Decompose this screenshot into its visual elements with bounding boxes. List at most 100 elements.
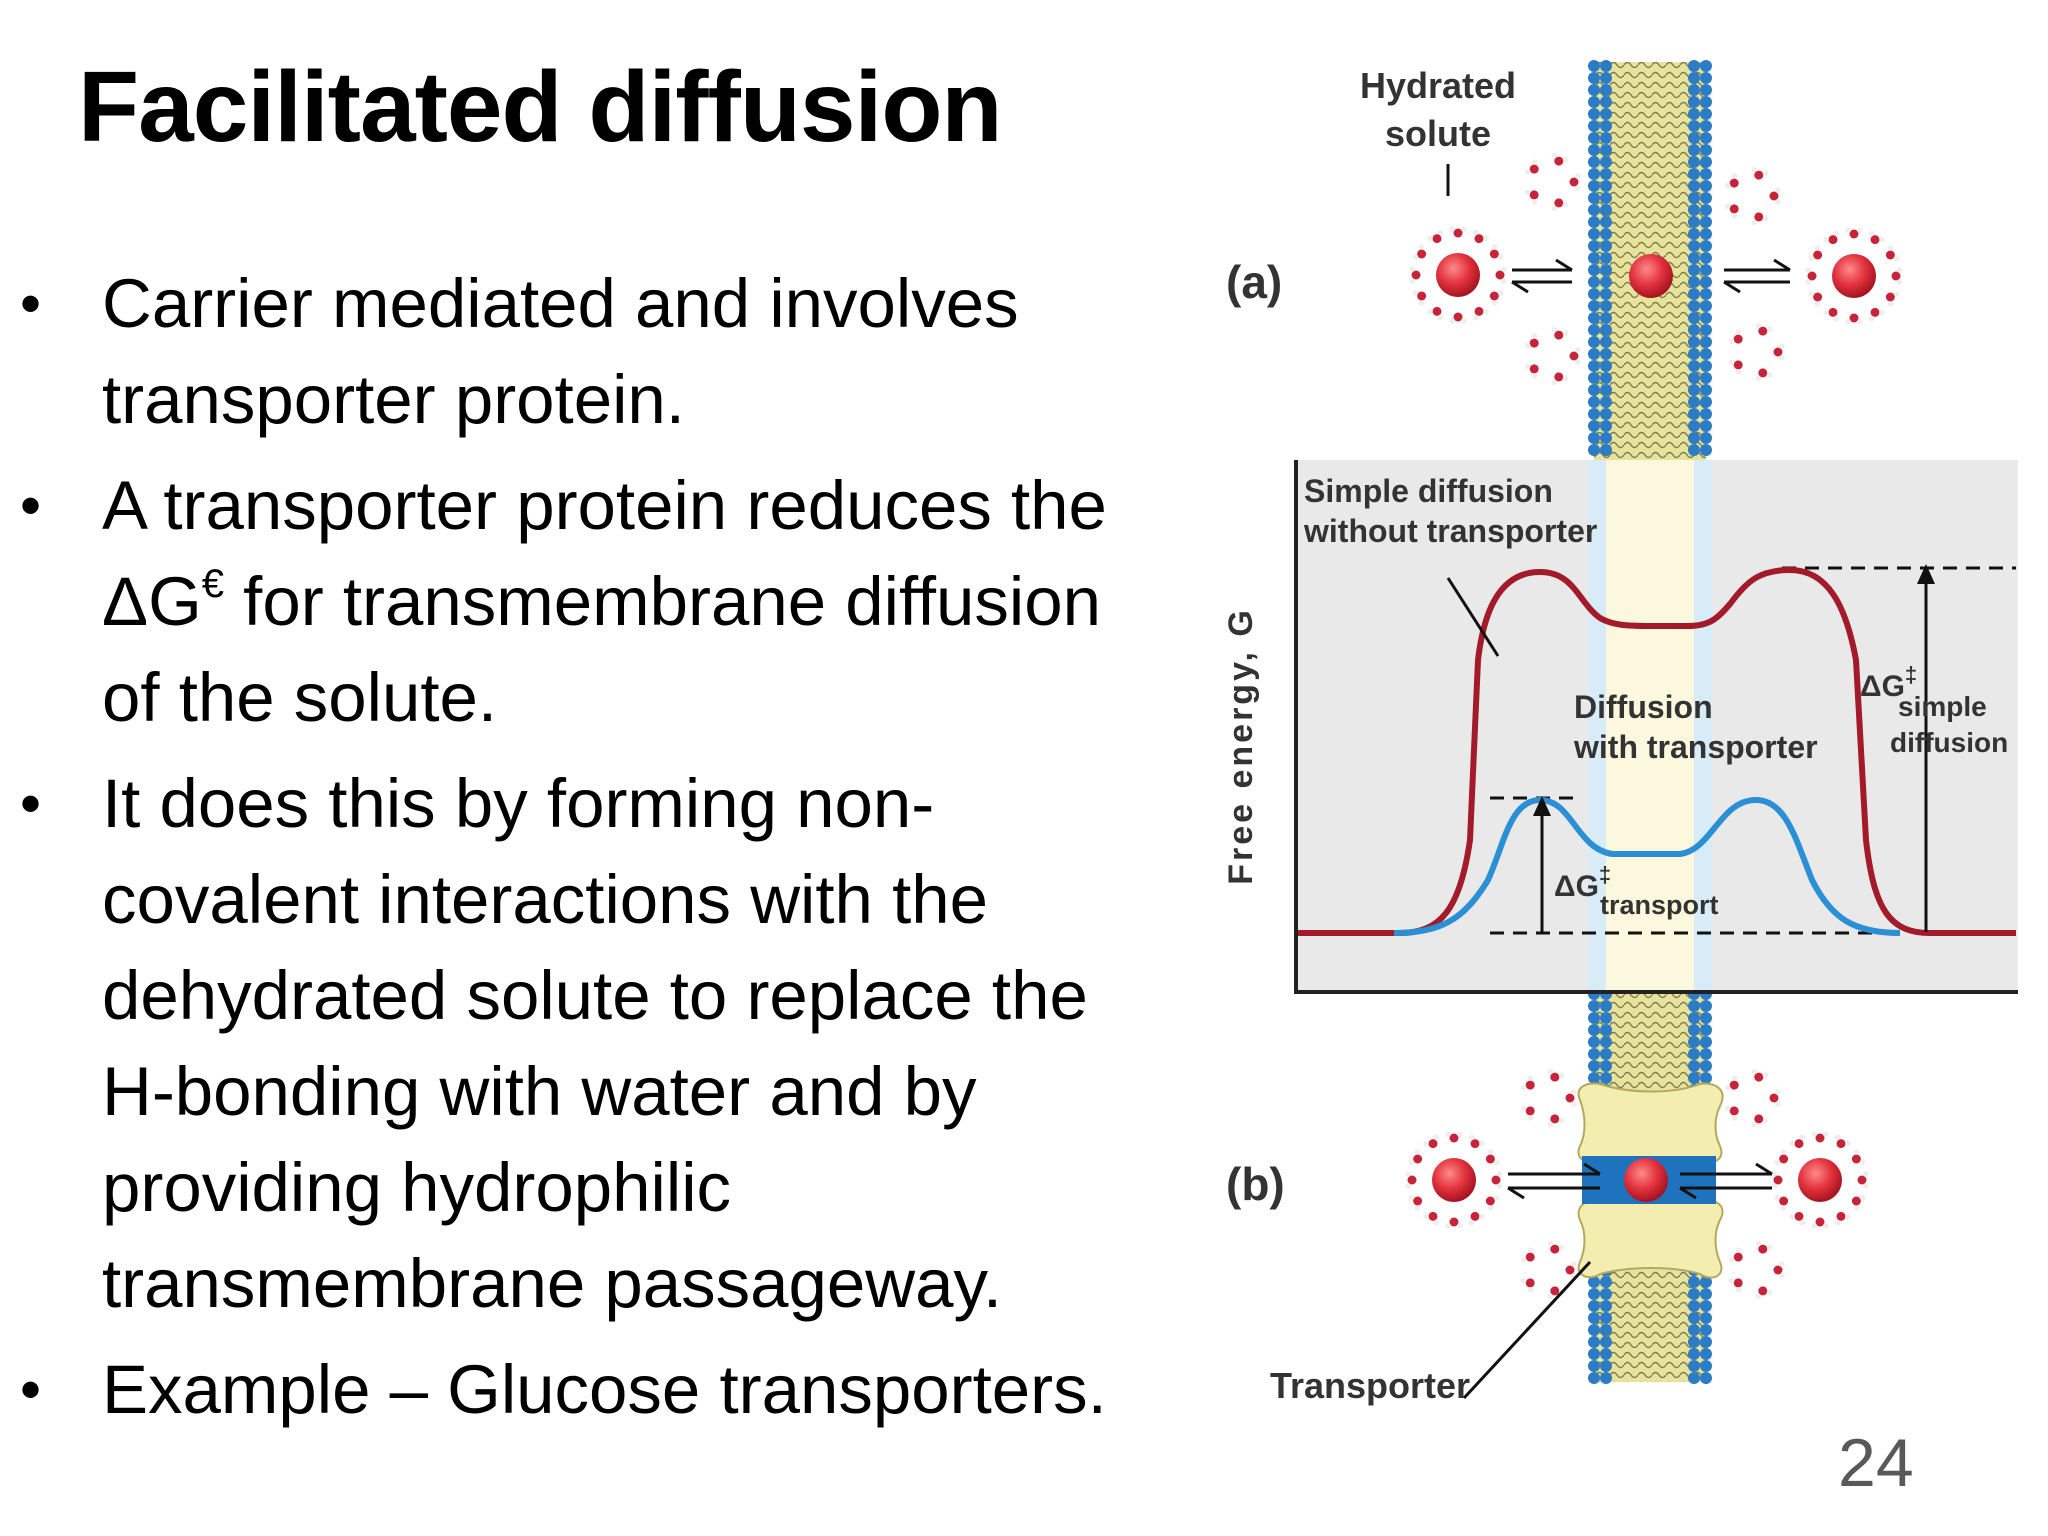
phospholipid-head xyxy=(1588,444,1600,456)
phospholipid-head xyxy=(1588,252,1600,264)
phospholipid-head xyxy=(1688,228,1700,240)
bullet-line: ΔG€ for transmembrane diffusion xyxy=(102,554,1200,650)
equilibrium-arrow-right xyxy=(1723,258,1791,294)
water-molecule-icon xyxy=(1569,173,1581,191)
phospholipid-head xyxy=(1588,264,1600,276)
phospholipid-head xyxy=(1688,1324,1700,1336)
phospholipid-head xyxy=(1588,132,1600,144)
phospholipid-head xyxy=(1600,1324,1612,1336)
phospholipid-head xyxy=(1600,1048,1612,1060)
water-molecule-icon xyxy=(1808,290,1823,307)
phospholipid-head xyxy=(1600,1276,1612,1288)
euro-superscript: € xyxy=(201,562,225,606)
phospholipid-head xyxy=(1700,432,1712,444)
phospholipid-head xyxy=(1688,300,1700,312)
water-molecule-icon xyxy=(1789,1211,1806,1226)
hydrated-solute-label: Hydrated xyxy=(1360,65,1516,106)
equilibrium-arrow-left xyxy=(1511,258,1573,294)
water-molecule-icon xyxy=(1845,313,1863,325)
bullet-line: of the solute. xyxy=(102,659,498,736)
phospholipid-head xyxy=(1688,1372,1700,1384)
simple-diffusion-label: Simple diffusion xyxy=(1304,473,1553,509)
delta-g-transport-sub: transport xyxy=(1600,890,1719,920)
phospholipid-head xyxy=(1700,1072,1712,1084)
phospholipid-head xyxy=(1688,384,1700,396)
phospholipid-head xyxy=(1588,288,1600,300)
phospholipid-head xyxy=(1700,240,1712,252)
phospholipid-head xyxy=(1688,180,1700,192)
phospholipid-head xyxy=(1588,312,1600,324)
phospholipid-head xyxy=(1688,1288,1700,1300)
water-molecule-icon xyxy=(1868,307,1885,322)
phospholipid-head xyxy=(1688,1060,1700,1072)
bullet-list: • Carrier mediated and involves transpor… xyxy=(20,256,1200,1448)
water-molecule-icon xyxy=(1408,1149,1423,1166)
phospholipid-head xyxy=(1700,168,1712,180)
water-molecule-icon xyxy=(1868,230,1885,245)
phospholipid-head xyxy=(1600,1072,1612,1084)
phospholipid-head xyxy=(1700,324,1712,336)
phospholipid-head xyxy=(1588,348,1600,360)
phospholipid-head xyxy=(1688,1348,1700,1360)
water-molecule-icon xyxy=(1769,187,1781,205)
water-molecule-icon xyxy=(1449,312,1467,324)
phospholipid-head xyxy=(1588,396,1600,408)
phospholipid-head xyxy=(1600,204,1612,216)
phospholipid-head xyxy=(1588,1060,1600,1072)
phospholipid-head xyxy=(1700,1024,1712,1036)
water-molecule-icon xyxy=(1405,1171,1417,1189)
phospholipid-head xyxy=(1588,120,1600,132)
water-molecule-icon xyxy=(1485,1194,1500,1211)
y-axis-label: Free energy, G xyxy=(1222,607,1260,885)
phospholipid-head xyxy=(1688,324,1700,336)
water-molecule-icon xyxy=(1547,1068,1565,1082)
phospholipid-head xyxy=(1600,384,1612,396)
phospholipid-head xyxy=(1688,1336,1700,1348)
membrane-top xyxy=(1588,60,1712,462)
water-molecule-icon xyxy=(1409,266,1421,284)
phospholipid-head xyxy=(1700,1288,1712,1300)
phospholipid-head xyxy=(1588,1276,1600,1288)
phospholipid-head xyxy=(1688,204,1700,216)
phospholipid-head xyxy=(1700,408,1712,420)
delta-g-transport-arrow xyxy=(1533,796,1551,932)
phospholipid-head xyxy=(1688,288,1700,300)
phospholipid-head xyxy=(1700,288,1712,300)
phospholipid-head xyxy=(1700,372,1712,384)
water-molecule-icon xyxy=(1468,1134,1485,1149)
bullet-item: • Example – Glucose transporters. xyxy=(20,1342,1200,1438)
phospholipid-head xyxy=(1600,396,1612,408)
phospholipid-head xyxy=(1688,108,1700,120)
water-molecule-icon xyxy=(1412,244,1427,261)
panel-b: (b) Transporter xyxy=(1226,1068,1869,1406)
phospholipid-head xyxy=(1688,60,1700,72)
panel-b-label: (b) xyxy=(1226,1158,1285,1210)
phospholipid-head xyxy=(1688,252,1700,264)
bullet-line: providing hydrophilic xyxy=(102,1149,732,1226)
phospholipid-head xyxy=(1700,84,1712,96)
phospholipid-head xyxy=(1588,372,1600,384)
water-molecule-icon xyxy=(1751,212,1769,226)
phospholipid-head xyxy=(1700,192,1712,204)
phospholipid-head xyxy=(1700,264,1712,276)
phospholipid-head xyxy=(1600,1360,1612,1372)
phospholipid-head xyxy=(1688,420,1700,432)
bullet-line: covalent interactions with the xyxy=(102,861,988,938)
transporter-curve xyxy=(1393,796,1901,936)
phospholipid-head xyxy=(1588,1036,1600,1048)
water-molecule-icon xyxy=(1769,1089,1781,1107)
water-molecule-icon xyxy=(1845,227,1863,239)
phospholipid-head xyxy=(1588,324,1600,336)
solute-icon xyxy=(1436,253,1480,297)
phospholipid-head xyxy=(1600,276,1612,288)
simple-diffusion-pointer xyxy=(1446,577,1500,657)
phospholipid-head xyxy=(1600,228,1612,240)
panel-a: (a) Hydrated solute xyxy=(1226,65,1903,386)
phospholipid-head xyxy=(1688,1048,1700,1060)
phospholipid-head xyxy=(1588,216,1600,228)
phospholipid-head xyxy=(1600,1060,1612,1072)
solute-icon xyxy=(1629,254,1673,298)
phospholipid-head xyxy=(1600,312,1612,324)
phospholipid-head xyxy=(1600,1012,1612,1024)
phospholipid-head xyxy=(1588,420,1600,432)
